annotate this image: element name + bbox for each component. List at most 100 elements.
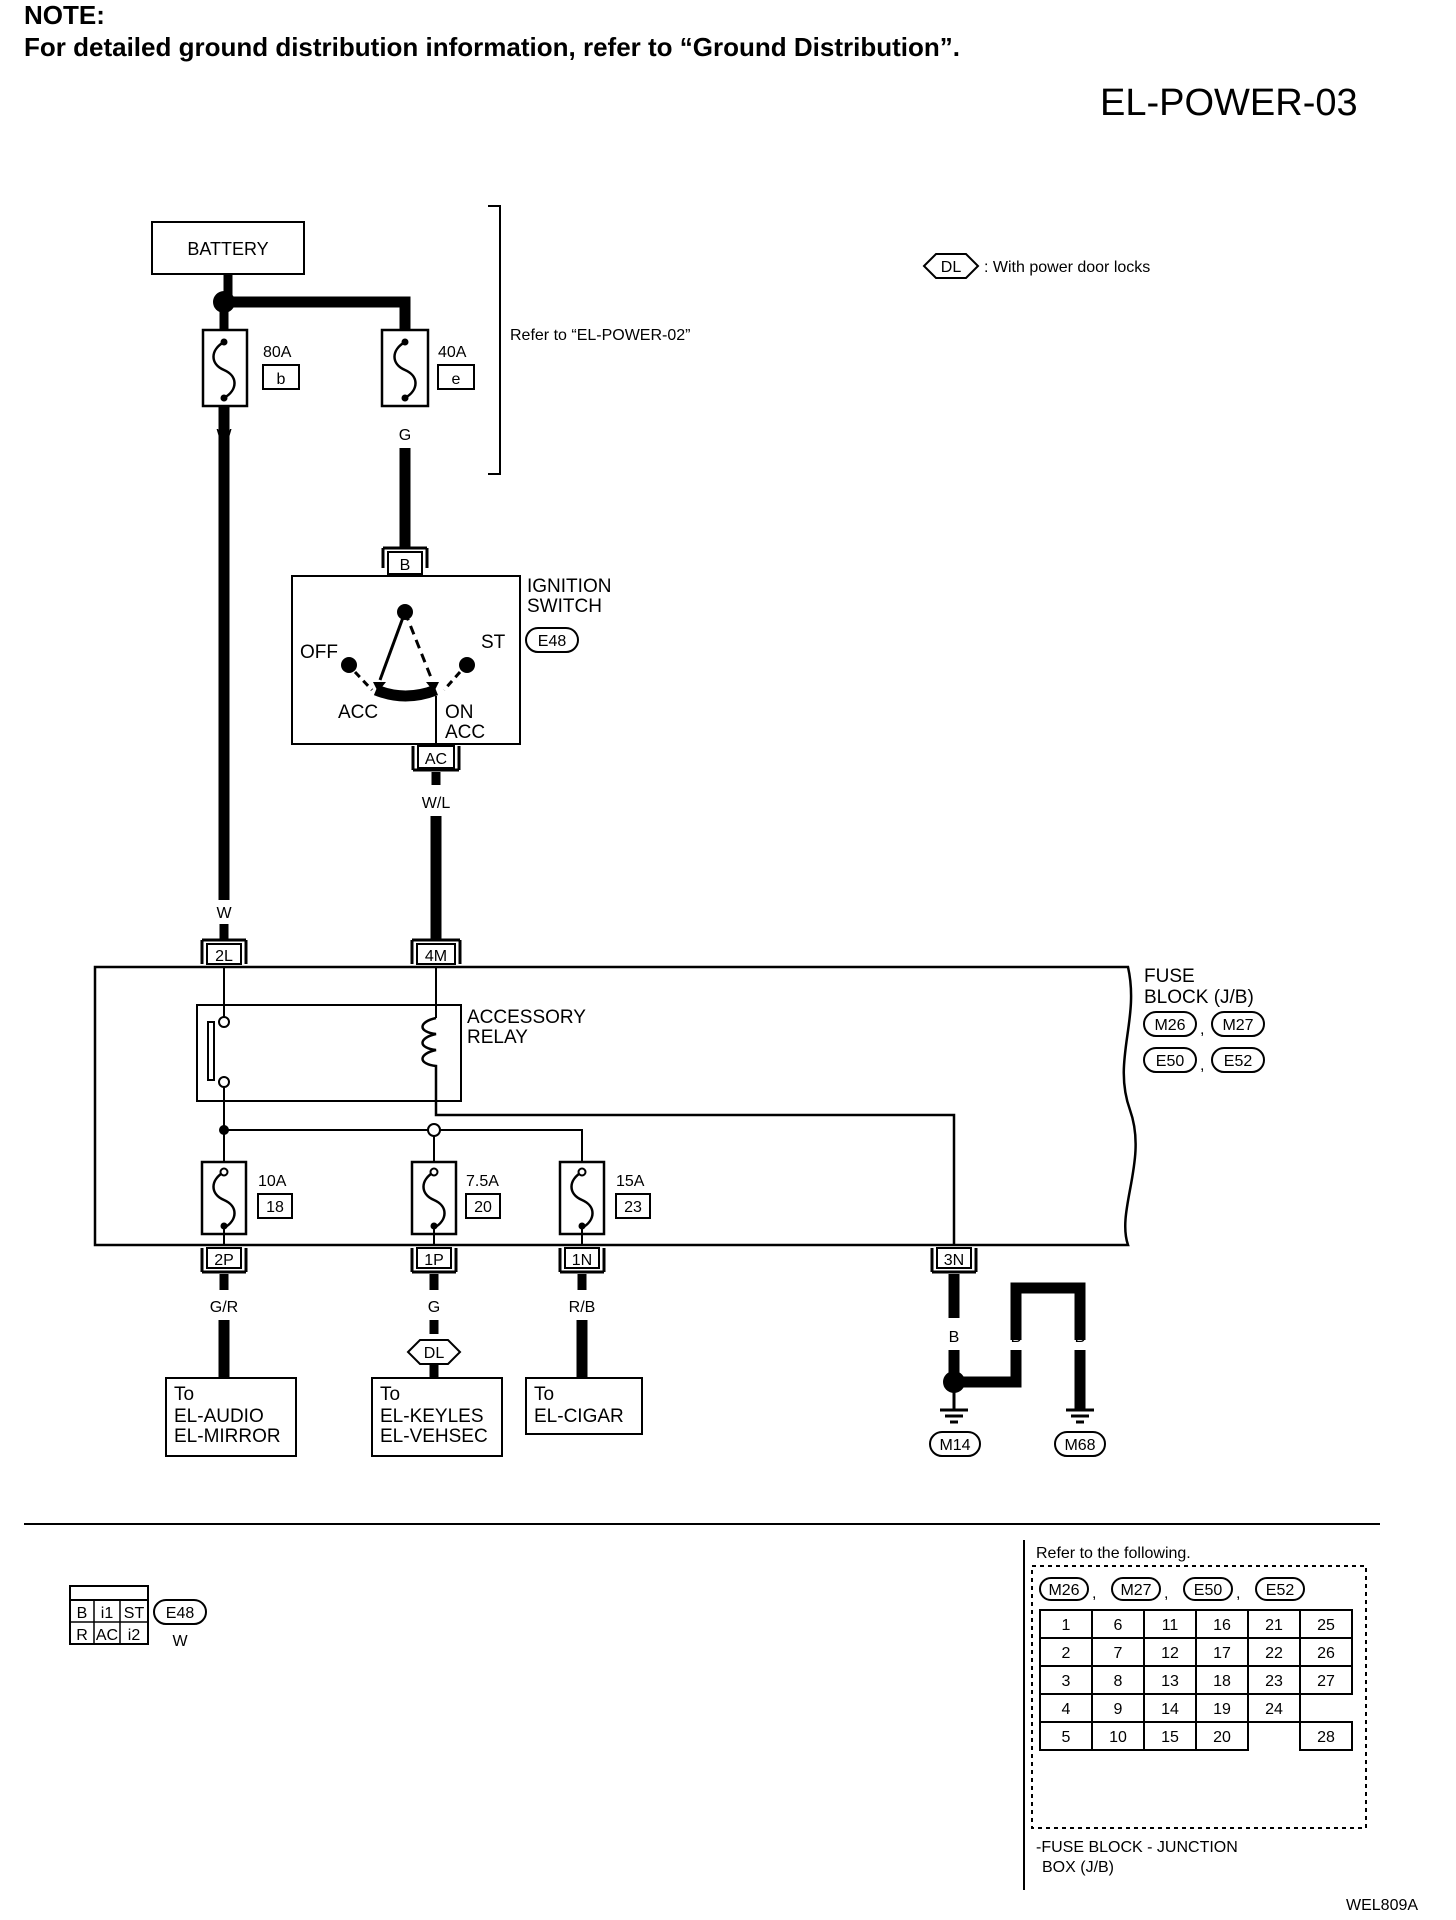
cavity-number: 17	[1213, 1645, 1231, 1662]
dl-tag: DL	[424, 1345, 445, 1362]
connector-tag-e50: E50	[1143, 1047, 1197, 1073]
cavity-number: 1	[1062, 1617, 1071, 1634]
connector-face-e48: B i1 ST R AC i2 E48 W	[69, 1585, 207, 1650]
fuse-number: 20	[474, 1199, 492, 1216]
note-text: For detailed ground distribution informa…	[24, 32, 960, 62]
diagram-code: EL-POWER-03	[1100, 82, 1358, 124]
dest-line: EL-CIGAR	[534, 1406, 624, 1427]
cavity-cell	[1195, 1721, 1249, 1751]
dest-line: To	[380, 1384, 400, 1405]
sep: ,	[1200, 1021, 1204, 1038]
terminal-label: 1P	[424, 1252, 444, 1269]
pin-label: B	[77, 1605, 88, 1622]
terminal-2l: 2L	[200, 938, 248, 965]
fuse-block-name-1: FUSE	[1144, 966, 1195, 987]
ground-point-m14: M14	[929, 1431, 981, 1457]
fuse-20: 7.5A 20	[410, 1160, 501, 1236]
ignition-name-2: SWITCH	[527, 596, 602, 617]
connector-id: E48	[166, 1605, 195, 1622]
cavity-cell	[1091, 1637, 1145, 1667]
connector-id: M26	[1048, 1582, 1079, 1599]
destination-keyles-vehsec: To EL-KEYLES EL-VEHSEC	[371, 1377, 503, 1457]
cavity-number: 28	[1317, 1729, 1335, 1746]
connector-id: E52	[1266, 1582, 1295, 1599]
cavity-cell	[1195, 1693, 1249, 1723]
cavity-cell	[1247, 1693, 1301, 1723]
connector-id: E48	[538, 633, 567, 650]
cavity-number: 6	[1114, 1617, 1123, 1634]
wire-color-label: B	[1011, 1329, 1022, 1346]
dest-line: To	[534, 1384, 554, 1405]
fusible-link-rating: 40A	[438, 344, 467, 361]
cavity-number: 7	[1114, 1645, 1123, 1662]
position-acc: ACC	[338, 702, 378, 723]
ignition-terminal-in: B	[400, 557, 411, 574]
dest-line: EL-MIRROR	[174, 1426, 281, 1447]
cavity-number: 3	[1062, 1673, 1071, 1690]
dl-tag: DL	[941, 259, 962, 276]
refer-caption-1: -FUSE BLOCK - JUNCTION	[1036, 1839, 1238, 1856]
cavity-cell	[1143, 1637, 1197, 1667]
connector-id: E50	[1194, 1582, 1223, 1599]
cavity-cell	[1091, 1665, 1145, 1695]
refer-power02: Refer to “EL-POWER-02”	[510, 327, 690, 344]
battery: BATTERY	[151, 221, 305, 275]
cavity-number: 27	[1317, 1673, 1335, 1690]
cavity-number: 24	[1265, 1701, 1283, 1718]
cavity-number: 13	[1161, 1673, 1179, 1690]
dest-line: EL-KEYLES	[380, 1406, 484, 1427]
ground-point-m68: M68	[1054, 1431, 1106, 1457]
fusible-link-rating: 80A	[263, 344, 292, 361]
wire-color-label: B	[1075, 1329, 1086, 1346]
terminal-1n: 1N	[558, 1247, 606, 1274]
cavity-cell	[1299, 1665, 1353, 1695]
accessory-relay	[196, 967, 956, 1245]
legend-dl: DL : With power door locks	[922, 253, 1150, 279]
terminal-label: 2L	[215, 948, 233, 965]
wire-color-label: W	[216, 905, 232, 922]
fuse-rating: 10A	[258, 1173, 287, 1190]
refer-box-title: Refer to the following.	[1036, 1545, 1191, 1562]
cavity-cell	[1143, 1693, 1197, 1723]
wire-color-label: R/B	[569, 1299, 596, 1316]
sep: ,	[1164, 1585, 1168, 1602]
sep: ,	[1236, 1585, 1240, 1602]
terminal-2p: 2P	[200, 1247, 248, 1274]
figure-code: WEL809A	[1346, 1897, 1418, 1914]
fuse-rating: 7.5A	[466, 1173, 499, 1190]
position-off: OFF	[300, 642, 338, 663]
wire-color-label: G	[399, 427, 411, 444]
fusible-link-id: e	[452, 371, 461, 388]
ground-id: M68	[1064, 1437, 1095, 1454]
cavity-number: 11	[1162, 1617, 1179, 1634]
connector-color: W	[172, 1633, 188, 1650]
wire-color-label: G/R	[210, 1299, 238, 1316]
dest-line: EL-VEHSEC	[380, 1426, 488, 1447]
battery-label: BATTERY	[187, 239, 268, 259]
terminal-label: 3N	[944, 1252, 964, 1269]
pin-label: i2	[128, 1627, 141, 1644]
fusible-link-id: b	[277, 371, 286, 388]
cavity-cell	[1039, 1665, 1093, 1695]
connector-id: E50	[1156, 1053, 1185, 1070]
connector-id: M27	[1120, 1582, 1151, 1599]
connector-tag-m27: M27	[1211, 1011, 1265, 1037]
cavity-cell	[1091, 1693, 1145, 1723]
relay-name-1: ACCESSORY	[467, 1007, 586, 1028]
cavity-cell	[1299, 1637, 1353, 1667]
ignition-switch: B OFF ST ACC ON ACC AC	[291, 546, 521, 772]
cavity-cell	[1195, 1665, 1249, 1695]
cavity-number: 20	[1213, 1729, 1231, 1746]
cavity-number: 23	[1265, 1673, 1283, 1690]
sep: ,	[1092, 1585, 1096, 1602]
cavity-number: 21	[1265, 1617, 1283, 1634]
cavity-number: 26	[1317, 1645, 1335, 1662]
refer-caption-2: BOX (J/B)	[1042, 1859, 1114, 1876]
cavity-cell	[1143, 1721, 1197, 1751]
fuse-number: 23	[624, 1199, 642, 1216]
terminal-label: 2P	[214, 1252, 234, 1269]
fusible-link-80a: 80A b	[201, 312, 300, 408]
ignition-name-1: IGNITION	[527, 576, 611, 597]
fuse-number: 18	[266, 1199, 284, 1216]
